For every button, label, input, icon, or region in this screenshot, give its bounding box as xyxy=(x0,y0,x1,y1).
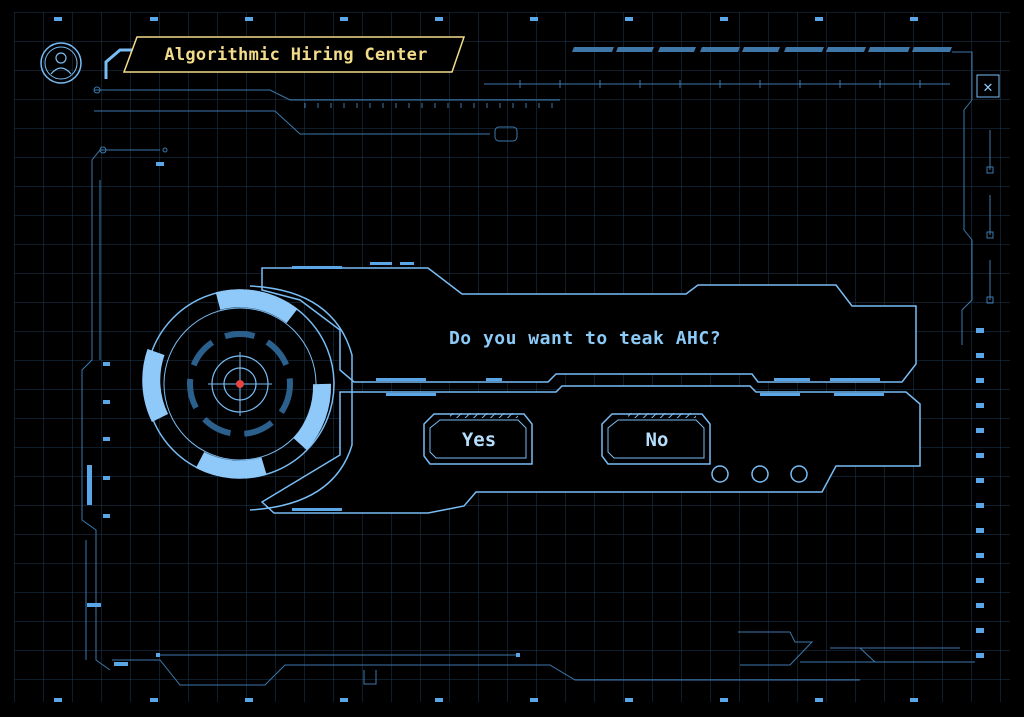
no-button[interactable]: No xyxy=(603,414,711,466)
close-box-frame xyxy=(976,74,1000,98)
page-title: Algorithmic Hiring Center xyxy=(164,45,428,65)
right-rail-markers xyxy=(976,328,984,658)
bottom-markers xyxy=(114,653,520,666)
bottom-edge-markers xyxy=(54,698,918,702)
top-ruler-ticks xyxy=(304,80,921,108)
close-icon: ✕ xyxy=(983,76,993,96)
right-rail xyxy=(961,99,994,345)
bottom-circuitry xyxy=(112,631,975,686)
title-frame xyxy=(122,36,466,73)
top-edge-markers xyxy=(54,17,918,21)
close-button[interactable]: ✕ xyxy=(976,74,1000,98)
avatar-emblem xyxy=(40,42,82,84)
avatar xyxy=(40,42,82,84)
left-rail xyxy=(81,146,168,671)
dialog-accent-bars xyxy=(292,262,884,511)
left-rail-markers xyxy=(87,162,164,607)
header-bracket xyxy=(104,48,132,79)
top-segment-bar xyxy=(572,47,952,52)
dialog-question: Do you want to teak AHC? xyxy=(448,327,722,349)
no-button-frame xyxy=(601,413,711,465)
dialog-question-plate xyxy=(261,267,917,383)
top-circuitry xyxy=(93,51,973,142)
indicator-lights xyxy=(711,465,808,483)
yes-button-label: Yes xyxy=(461,429,497,451)
radar-reticle xyxy=(142,285,353,511)
yes-button-frame xyxy=(423,413,533,465)
no-button-label: No xyxy=(645,429,669,451)
yes-button[interactable]: Yes xyxy=(425,414,533,466)
reticle-dot xyxy=(236,380,244,388)
